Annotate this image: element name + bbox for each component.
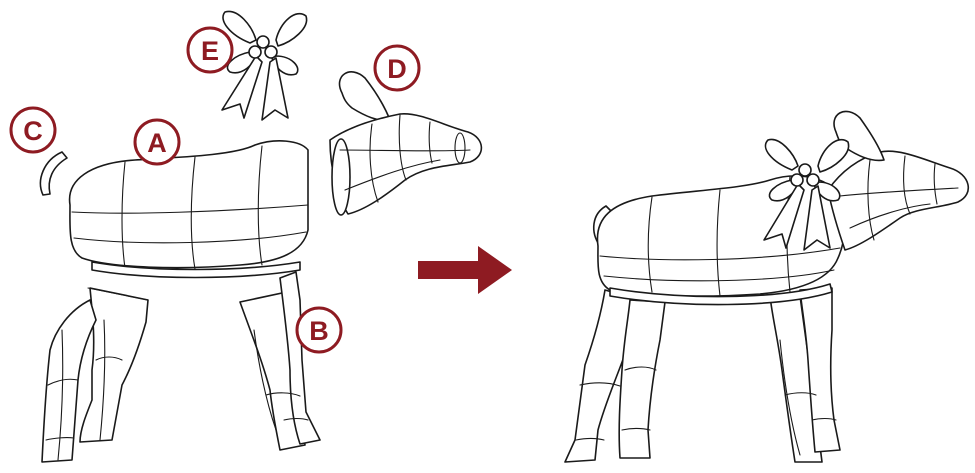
label-c-text: C bbox=[23, 116, 43, 146]
label-d-text: D bbox=[387, 54, 407, 84]
back-leg-set-part-b bbox=[240, 272, 320, 450]
label-b-badge: B bbox=[297, 308, 341, 352]
exploded-view: A B C D E bbox=[11, 11, 481, 462]
bow-part-e bbox=[222, 11, 307, 120]
label-a-badge: A bbox=[135, 120, 179, 164]
label-e-badge: E bbox=[188, 28, 232, 72]
right-arrow-icon bbox=[418, 246, 512, 294]
body-part-a bbox=[70, 141, 308, 278]
label-c-badge: C bbox=[11, 108, 55, 152]
assembled-reindeer bbox=[565, 111, 968, 462]
label-e-text: E bbox=[201, 36, 219, 66]
label-a-text: A bbox=[147, 128, 167, 158]
label-d-badge: D bbox=[375, 46, 419, 90]
tail-part-c bbox=[40, 152, 67, 195]
front-leg-set bbox=[42, 288, 148, 462]
head-part-d bbox=[330, 72, 481, 215]
label-b-text: B bbox=[309, 316, 329, 346]
